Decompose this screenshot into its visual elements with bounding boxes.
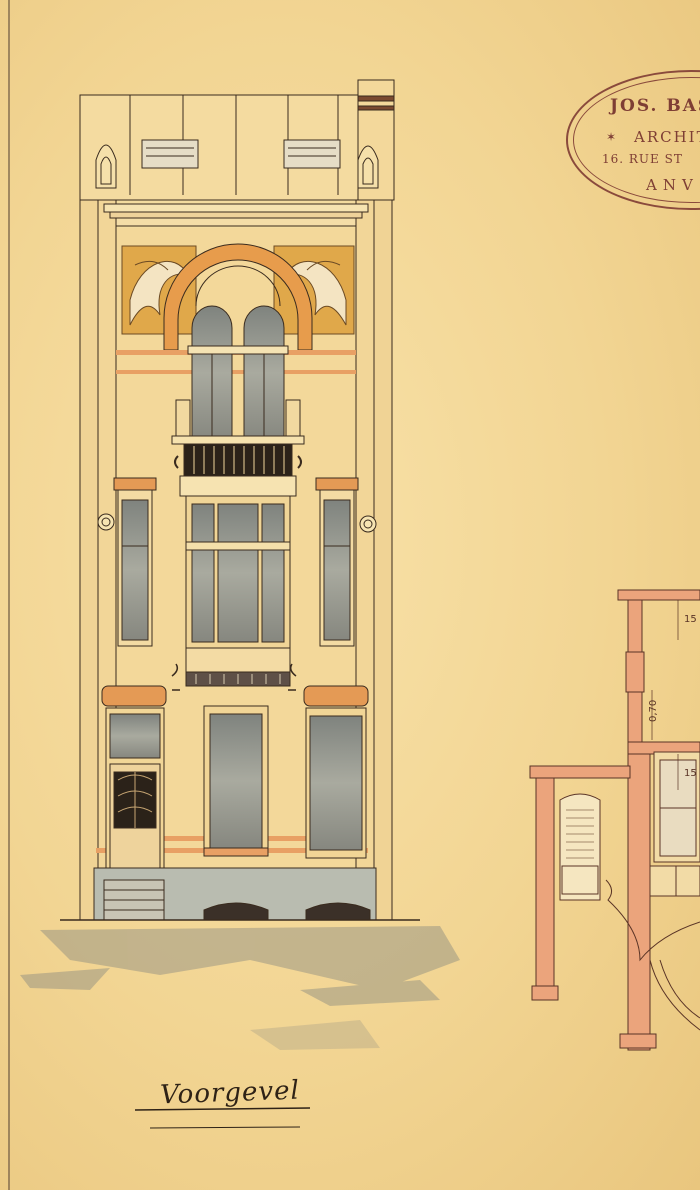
ground-wash: [20, 926, 460, 1050]
balcony-bracket-left: [174, 455, 179, 469]
section-lower-wall: [535, 777, 555, 1001]
right-finial: [357, 145, 379, 189]
roof-vent-left: [141, 139, 199, 169]
medallion-left: [97, 513, 115, 531]
balcony-pier-left: [175, 399, 191, 437]
shop-window-right-hood: [303, 685, 369, 707]
stamp-architect-name: JOS. BAS: [610, 96, 700, 116]
left-finial: [95, 144, 117, 189]
door-transom: [109, 713, 161, 759]
scroll-bracket-right: [288, 663, 297, 691]
cellar-grate-right: [305, 902, 371, 921]
balcony-slab: [171, 435, 305, 445]
section-lower-roof: [529, 765, 631, 779]
stamp-title: ARCHIT: [634, 128, 700, 146]
cornice: [103, 203, 369, 213]
section-upper-wall: [627, 599, 643, 653]
scroll-bracket-left: [171, 663, 180, 691]
balcony-pier-right: [285, 399, 301, 437]
side-window-right-hood: [315, 477, 359, 491]
section-stair-curve: [605, 879, 700, 962]
shop-window-center: [209, 713, 263, 849]
shop-window-right: [309, 715, 363, 851]
dimension-middle: 0,70: [648, 700, 659, 722]
window-transom: [187, 345, 289, 355]
side-window-left-hood: [113, 477, 157, 491]
stamp-city: ANV: [646, 176, 699, 194]
bay-window-head: [179, 475, 297, 497]
cellar-grate-left: [203, 902, 269, 921]
stamp-address: 16. RUE ST: [602, 152, 683, 166]
balcony-bracket-right: [297, 455, 302, 469]
door-hood: [101, 685, 167, 707]
roof-vent-right: [283, 139, 341, 169]
left-pilaster: [79, 199, 99, 921]
drawing-caption: Voorgevel: [159, 1075, 301, 1111]
bay-window-apron: [185, 647, 291, 673]
section-main-wall: [627, 753, 651, 1051]
dimension-top: 15: [684, 614, 697, 625]
front-facade-elevation: [60, 79, 420, 921]
caption-underline: [134, 1107, 311, 1111]
right-pilaster: [373, 199, 393, 921]
section-shutter-door: [559, 793, 601, 901]
balcony-railing: [183, 443, 293, 477]
stamp-star-icon: ✶: [606, 130, 619, 144]
medallion-right: [359, 515, 377, 533]
dimension-lower: 15: [684, 768, 697, 779]
section-roof-slab: [617, 589, 700, 601]
horseshoe-arch: [163, 243, 313, 351]
caption-underline-second: [149, 1126, 301, 1129]
building-section-drawing: [529, 589, 700, 1051]
